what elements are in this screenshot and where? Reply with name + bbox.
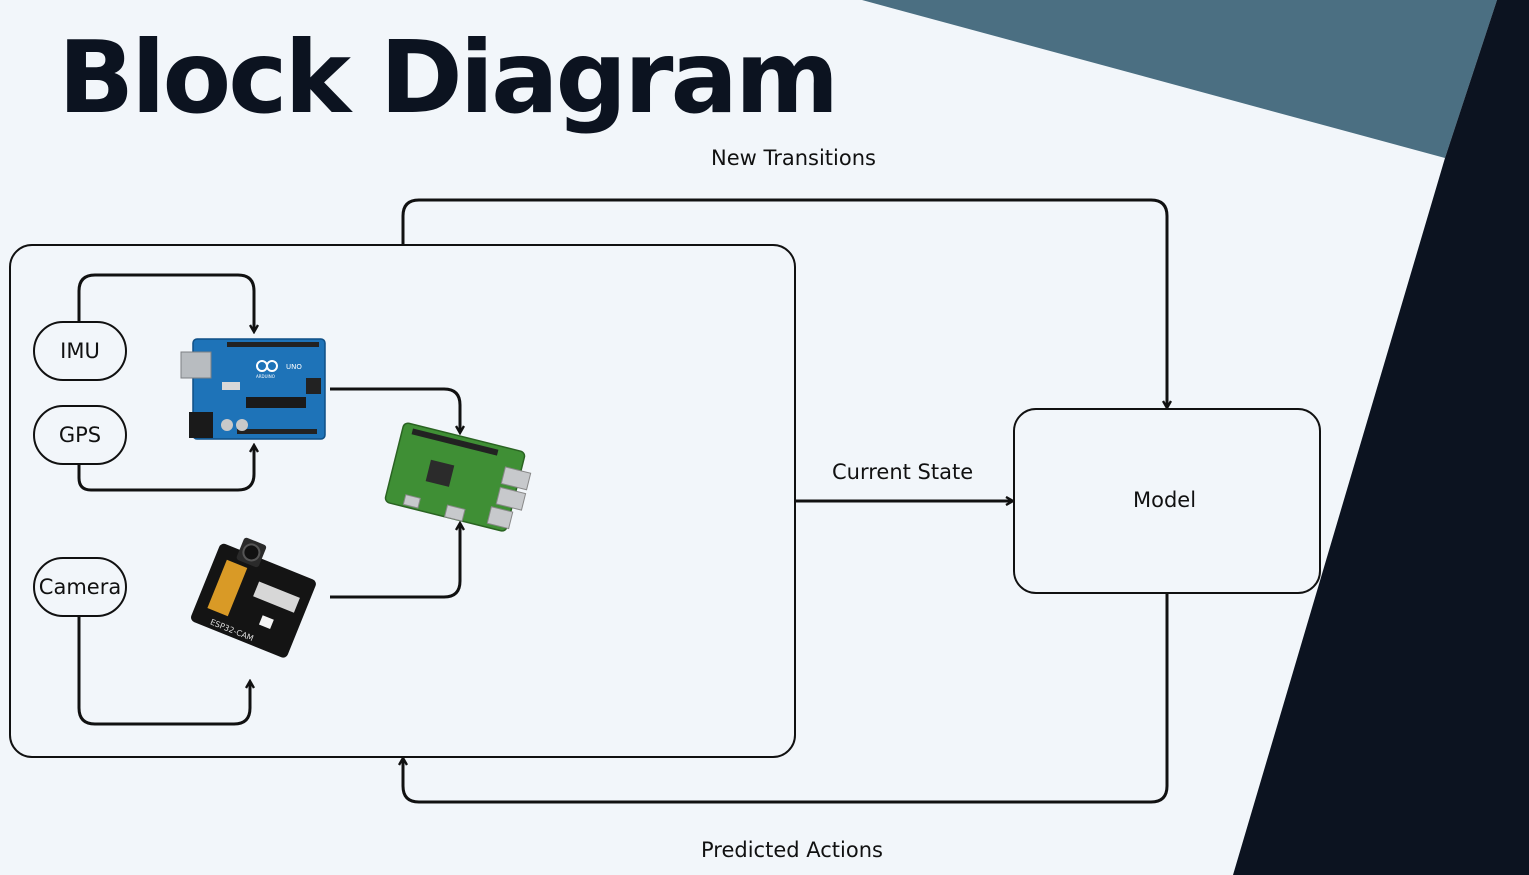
camera-node: Camera	[33, 557, 127, 617]
imu-label: IMU	[60, 339, 100, 363]
current-state-label: Current State	[832, 460, 974, 484]
arduino-uno-text: UNO	[286, 363, 302, 371]
imu-to-arduino-arrow	[77, 273, 254, 331]
camera-label: Camera	[38, 575, 122, 599]
page-title: Block Diagram	[58, 19, 839, 136]
arduino-uno-board: UNO ARDUINO	[180, 338, 326, 440]
new-transitions-arrow	[401, 198, 1167, 407]
camera-to-esp32-arrow	[77, 617, 250, 726]
teal-panel	[862, 0, 1497, 158]
arduino-to-pi-arrow	[330, 387, 460, 432]
imu-node: IMU	[33, 321, 127, 381]
dark-panel	[1233, 0, 1529, 875]
predicted-actions-arrow	[403, 593, 1169, 804]
model-label: Model	[1133, 488, 1197, 512]
new-transitions-label: New Transitions	[711, 146, 876, 170]
arduino-brand-text: ARDUINO	[256, 374, 275, 379]
esp32-to-pi-arrow	[330, 524, 460, 599]
gps-label: GPS	[58, 423, 102, 447]
gps-to-arduino-arrow	[77, 446, 254, 492]
esp32-cam-board: ESP32-CAM	[191, 537, 316, 658]
raspberry-pi-board	[384, 422, 532, 532]
gps-node: GPS	[33, 405, 127, 465]
predicted-actions-label: Predicted Actions	[701, 838, 883, 862]
